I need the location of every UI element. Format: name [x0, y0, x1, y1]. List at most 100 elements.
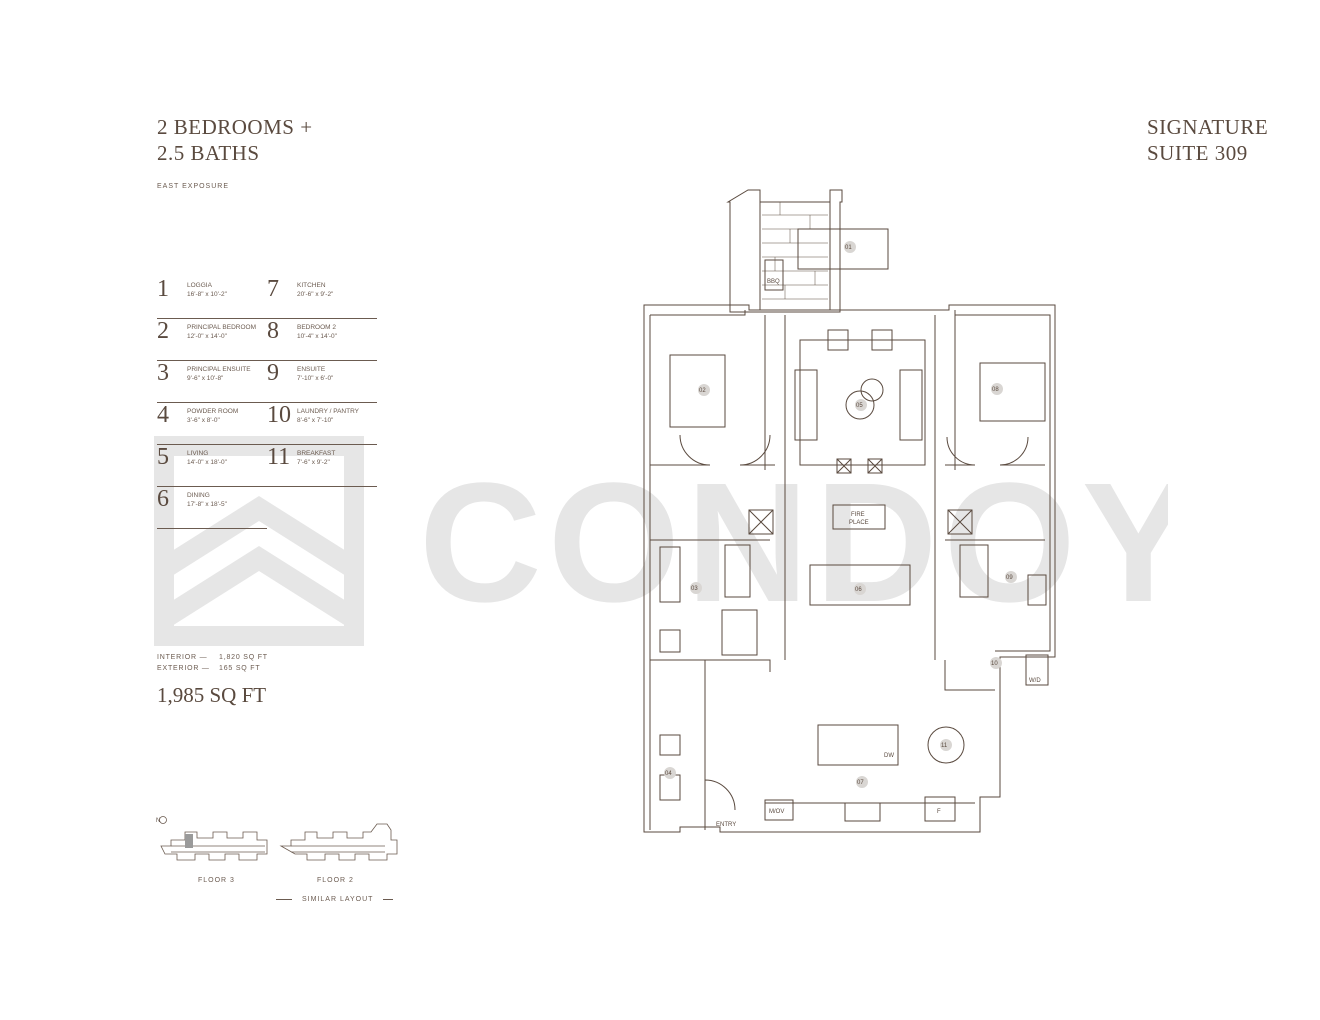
- microwave-label: M/OV: [769, 809, 784, 815]
- north-arrow-icon: [159, 816, 167, 824]
- room-10-label: 10: [991, 661, 998, 667]
- legend-name: DINING: [187, 492, 210, 499]
- kitchen-island: [817, 724, 899, 766]
- legend-dim: 8'-6" x 7'-10": [297, 417, 334, 424]
- legend-name: LAUNDRY / PANTRY: [297, 408, 360, 415]
- legend-num: 11: [267, 444, 291, 470]
- legend-name: PRINCIPAL BEDROOM: [187, 324, 256, 331]
- legend-num: 8: [267, 318, 279, 344]
- room-04-label: 04: [665, 771, 672, 777]
- legend-name: POWDER ROOM: [187, 408, 239, 415]
- legend-num: 9: [267, 360, 279, 386]
- key-plan: N: [156, 816, 398, 861]
- sofa-right: [899, 369, 923, 441]
- suite-number: SUITE 309: [1147, 141, 1248, 165]
- legend-name: PRINCIPAL ENSUITE: [187, 366, 251, 373]
- legend-num: 5: [157, 444, 169, 470]
- legend-room-9: 9 ENSUITE 7'-10" x 6'-0": [267, 360, 377, 403]
- legend-num: 10: [267, 402, 291, 428]
- total-area: 1,985 SQ FT: [157, 683, 267, 707]
- legend-num: 3: [157, 360, 169, 386]
- toilet: [659, 629, 681, 653]
- living-rug: [799, 339, 926, 466]
- legend-dim: 9'-6" x 10'-8": [187, 375, 224, 382]
- legend-dim: 7'-6" x 9'-2": [297, 459, 330, 466]
- legend-num: 1: [157, 276, 169, 302]
- legend-room-6: 6 DINING 17'-8" x 18'-5": [157, 486, 267, 529]
- exterior-value: 165 SQ FT: [219, 665, 261, 672]
- floor-plan: 01 02 03 04 05 06 07 08 09 10 11 BBQ FIR…: [643, 189, 1056, 833]
- exposure-label: EAST EXPOSURE: [157, 183, 230, 190]
- legend-num: 2: [157, 318, 169, 344]
- suite-highlight: [185, 834, 193, 848]
- legend-dim: 7'-10" x 6'-0": [297, 375, 334, 382]
- room-03-label: 03: [691, 586, 698, 592]
- unit-title: 2 BEDROOMS + 2.5 BATHS: [157, 114, 313, 166]
- interior-label: INTERIOR —: [157, 654, 208, 661]
- closet-1: [748, 509, 774, 535]
- legend-name: ENSUITE: [297, 366, 326, 373]
- ensuite-vanity: [1027, 574, 1047, 606]
- closet-2: [947, 509, 973, 535]
- breakfast-table: [927, 726, 965, 764]
- legend-room-10: 10 LAUNDRY / PANTRY 8'-6" x 7'-10": [267, 402, 377, 445]
- legend-room-8: 8 BEDROOM 2 10'-4" x 14'-0": [267, 318, 377, 361]
- suite-title: SIGNATURE SUITE 309: [1147, 114, 1268, 166]
- room-11-label: 11: [941, 743, 948, 749]
- legend-name: LOGGIA: [187, 282, 212, 289]
- title-bedrooms: 2 BEDROOMS +: [157, 115, 313, 139]
- legend-name: LIVING: [187, 450, 209, 457]
- unit-outline: [643, 304, 1056, 833]
- cooktop: [844, 802, 881, 822]
- dishwasher-label: DW: [884, 753, 894, 759]
- fridge-label: F: [937, 809, 941, 815]
- interior-value: 1,820 SQ FT: [219, 654, 268, 661]
- fireplace-label-2: PLACE: [849, 520, 869, 526]
- legend-num: 6: [157, 486, 169, 512]
- legend-dim: 10'-4" x 14'-0": [297, 333, 337, 340]
- fridge: [924, 796, 956, 822]
- legend-room-2: 2 PRINCIPAL BEDROOM 12'-0" x 14'-0": [157, 318, 267, 361]
- legend-room-11: 11 BREAKFAST 7'-6" x 9'-2": [267, 444, 377, 487]
- legend-dim: 17'-8" x 18'-5": [187, 501, 227, 508]
- legend-dim: 16'-8" x 10'-2": [187, 291, 227, 298]
- interior-area: INTERIOR — 1,820 SQ FT: [157, 654, 267, 661]
- exterior-label: EXTERIOR —: [157, 665, 210, 672]
- title-baths: 2.5 BATHS: [157, 141, 260, 165]
- dining-table: [809, 564, 911, 606]
- north-label: N: [156, 818, 160, 824]
- vanity: [659, 546, 681, 603]
- room-09-label: 09: [1006, 575, 1013, 581]
- legend-dim: 3'-6" x 8'-0": [187, 417, 220, 424]
- legend-name: BREAKFAST: [297, 450, 336, 457]
- room-07-label: 07: [857, 780, 864, 786]
- similar-layout-label: SIMILAR LAYOUT: [276, 896, 394, 903]
- legend-num: 4: [157, 402, 169, 428]
- legend-room-5: 5 LIVING 14'-0" x 18'-0": [157, 444, 267, 487]
- washer-dryer-label: W/D: [1029, 678, 1041, 684]
- bbq: [764, 259, 784, 291]
- entry-label: ENTRY: [716, 822, 736, 828]
- shower: [721, 609, 758, 656]
- room-05-label: 05: [856, 403, 863, 409]
- room-01-label: 01: [845, 245, 852, 251]
- microwave-oven: [764, 799, 794, 821]
- bedroom2-bed: [979, 362, 1046, 422]
- washer-dryer: [1025, 654, 1049, 686]
- ensuite-shower: [959, 544, 989, 598]
- legend-dim: 12'-0" x 14'-0": [187, 333, 227, 340]
- legend-name: BEDROOM 2: [297, 324, 337, 331]
- floor2-label: FLOOR 2: [317, 877, 354, 884]
- legend-room-3: 3 PRINCIPAL ENSUITE 9'-6" x 10'-8": [157, 360, 267, 403]
- similar-layout-text: SIMILAR LAYOUT: [302, 896, 374, 903]
- suite-name: SIGNATURE: [1147, 115, 1269, 139]
- fireplace-label-1: FIRE: [851, 512, 865, 518]
- floor3-label: FLOOR 3: [198, 877, 235, 884]
- legend-room-4: 4 POWDER ROOM 3'-6" x 8'-0": [157, 402, 267, 445]
- legend-dim: 20'-6" x 9'-2": [297, 291, 334, 298]
- legend-name: KITCHEN: [297, 282, 326, 289]
- room-06-label: 06: [855, 587, 862, 593]
- sofa-left: [794, 369, 818, 441]
- bbq-label: BBQ: [767, 279, 780, 285]
- fireplace: [832, 504, 886, 530]
